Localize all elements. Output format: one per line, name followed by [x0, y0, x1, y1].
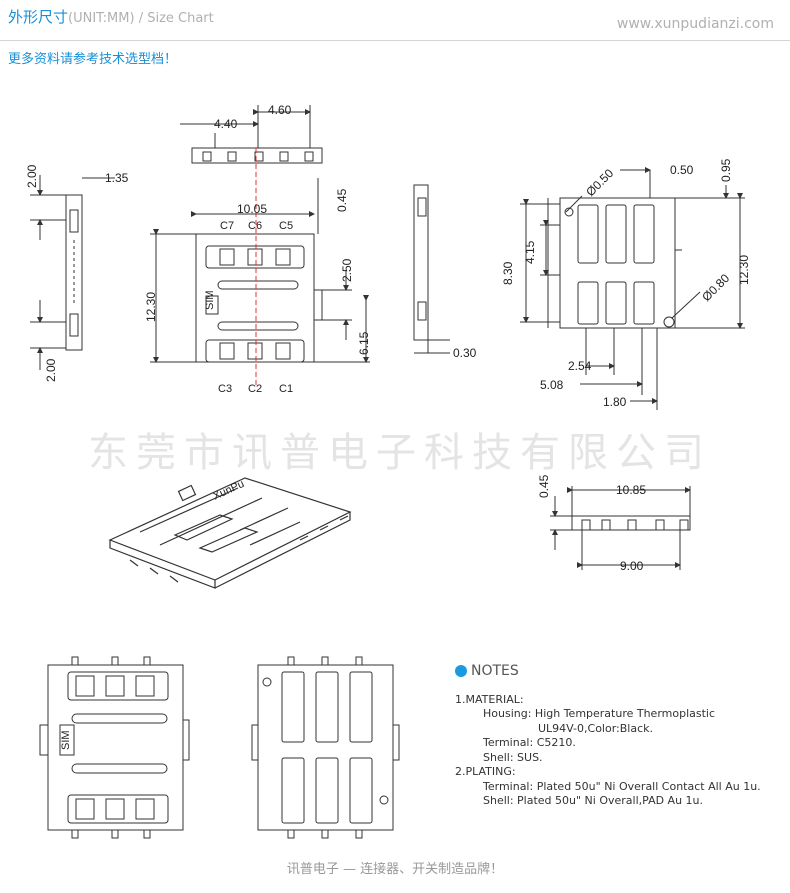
shell-note: Shell: SUS.	[483, 750, 543, 764]
dim-2-54: 2.54	[568, 359, 592, 373]
page-title: 外形尺寸(UNIT:MM) / Size Chart	[8, 6, 214, 27]
dim-0-95: 0.95	[719, 158, 733, 182]
sim-label-detail: SIM	[60, 730, 72, 750]
title-unit: (UNIT:MM) / Size Chart	[68, 11, 214, 26]
dim-2-50: 2.50	[340, 258, 354, 282]
dim-1-35: 1.35	[105, 171, 129, 185]
brand-label: XunPu	[211, 478, 246, 503]
dim-6-15: 6.15	[357, 331, 371, 355]
dim-0-45-main: 0.45	[335, 188, 349, 212]
dim-4-15: 4.15	[523, 240, 537, 264]
plating-terminal-note: Terminal: Plated 50u" Ni Overall Contact…	[483, 779, 761, 793]
header: 外形尺寸(UNIT:MM) / Size Chart www.xunpudian…	[0, 0, 790, 40]
side-view-right	[413, 184, 450, 354]
plating-title: 2.PLATING:	[455, 765, 516, 778]
pin-label-c6: C6	[248, 220, 262, 232]
dim-dia-0-80: Ø0.80	[699, 271, 732, 304]
dim-4-40: 4.40	[214, 117, 238, 131]
dim-8-30: 8.30	[501, 261, 515, 285]
housing-note: Housing: High Temperature Thermoplastic	[483, 707, 716, 720]
isometric-view	[108, 477, 352, 589]
pin-label-c1: C1	[279, 383, 293, 395]
dim-9-00: 9.00	[620, 559, 644, 573]
dim-10-05: 10.05	[237, 202, 267, 216]
dim-dia-0-50: Ø0.50	[583, 166, 616, 199]
plating-shell-note: Shell: Plated 50u" Ni Overall,PAD Au 1u.	[483, 794, 704, 807]
pin-label-c2: C2	[248, 383, 262, 395]
top-strip-view-right	[550, 486, 691, 570]
sim-label-main: SIM	[204, 290, 216, 310]
detail-view-1	[39, 656, 190, 839]
detail-view-2	[251, 656, 400, 839]
terminal-note: Terminal: C5210.	[483, 736, 576, 749]
pin-label-c5: C5	[279, 220, 293, 232]
dim-2-00-bottom: 2.00	[44, 358, 58, 382]
bottom-view-right	[520, 167, 745, 410]
dim-0-50: 0.50	[670, 163, 694, 177]
more-info-text: 更多资料请参考技术选型档！	[8, 52, 178, 67]
material-title: 1.MATERIAL:	[455, 692, 524, 706]
pin-label-c7: C7	[220, 220, 234, 232]
dim-10-85: 10.85	[616, 483, 646, 497]
notes-panel: NOTES 1.MATERIAL: Housing: High Temperat…	[455, 664, 775, 809]
footer-slogan: 讯普电子 — 连接器、开关制造品牌！	[286, 862, 504, 877]
dim-0-45-small: 0.45	[537, 474, 551, 498]
dim-12-30-main: 12.30	[144, 292, 158, 322]
header-divider	[0, 40, 790, 41]
side-view-left	[30, 175, 115, 370]
main-top-view	[150, 178, 370, 363]
dim-12-30-bottom: 12.30	[737, 255, 751, 285]
dim-2-00-top: 2.00	[25, 164, 39, 188]
dim-1-80: 1.80	[603, 395, 627, 409]
pin-label-c3: C3	[218, 383, 232, 395]
dim-0-30: 0.30	[453, 346, 477, 360]
company-watermark: 东莞市讯普电子科技有限公司	[88, 430, 712, 476]
title-cn: 外形尺寸	[8, 8, 69, 26]
bullet-icon	[455, 665, 467, 678]
top-strip-view	[180, 105, 323, 164]
notes-title: NOTES	[471, 663, 519, 679]
notes-heading: NOTES	[455, 664, 775, 679]
dim-4-60: 4.60	[268, 103, 292, 117]
website-url[interactable]: www.xunpudianzi.com	[616, 16, 774, 32]
dim-5-08: 5.08	[540, 378, 564, 392]
housing-note-2: UL94V-0,Color:Black.	[538, 721, 654, 735]
